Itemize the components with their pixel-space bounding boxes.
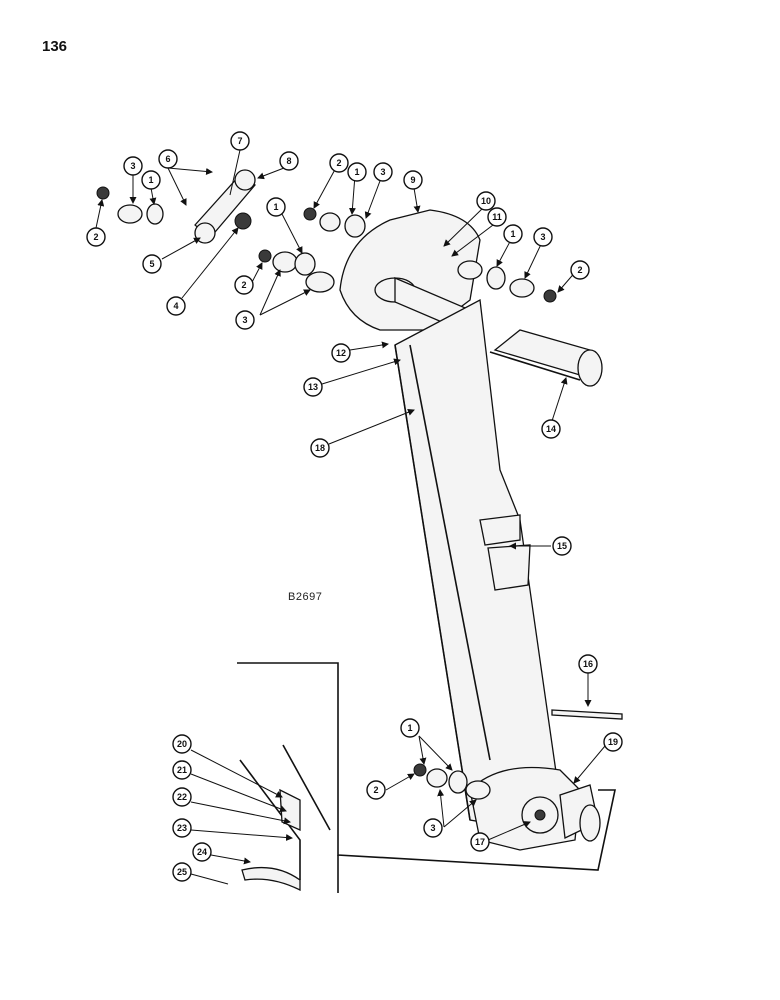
callout-1e: 1 xyxy=(400,718,420,738)
svg-text:17: 17 xyxy=(475,837,485,847)
callout-17: 17 xyxy=(470,832,490,852)
callout-3c: 3 xyxy=(373,162,393,182)
callout-1c: 1 xyxy=(347,162,367,182)
svg-text:21: 21 xyxy=(177,765,187,775)
callout-23: 23 xyxy=(172,818,192,838)
elevator-housing xyxy=(339,209,581,851)
callout-7: 7 xyxy=(230,131,250,151)
inspection-door xyxy=(479,514,531,591)
callout-5: 5 xyxy=(142,254,162,274)
bearing-set-lower xyxy=(413,763,491,800)
inset-detail xyxy=(239,744,331,892)
svg-text:22: 22 xyxy=(177,792,187,802)
callout-20: 20 xyxy=(172,734,192,754)
svg-text:11: 11 xyxy=(492,212,502,222)
bearing-set-middle xyxy=(258,249,335,293)
inset-frame xyxy=(237,662,616,871)
svg-text:9: 9 xyxy=(410,175,415,185)
svg-text:2: 2 xyxy=(577,265,582,275)
svg-text:25: 25 xyxy=(177,867,187,877)
svg-text:13: 13 xyxy=(308,382,318,392)
callout-2e: 2 xyxy=(366,780,386,800)
page-number: 136 xyxy=(42,38,68,55)
svg-text:3: 3 xyxy=(430,823,435,833)
callout-2c: 2 xyxy=(329,153,349,173)
callout-6: 6 xyxy=(158,149,178,169)
callout-8: 8 xyxy=(279,151,299,171)
callout-15: 15 xyxy=(552,536,572,556)
callout-19: 19 xyxy=(603,732,623,752)
svg-text:1: 1 xyxy=(510,229,515,239)
callout-12: 12 xyxy=(331,343,351,363)
callout-3e: 3 xyxy=(423,818,443,838)
svg-text:1: 1 xyxy=(407,723,412,733)
svg-text:2: 2 xyxy=(373,785,378,795)
callout-2: 2 xyxy=(86,227,106,247)
svg-text:1: 1 xyxy=(148,175,153,185)
svg-text:2: 2 xyxy=(93,232,98,242)
callout-4: 4 xyxy=(166,296,186,316)
callout-3d: 3 xyxy=(533,227,553,247)
svg-text:7: 7 xyxy=(237,136,242,146)
svg-text:24: 24 xyxy=(197,847,207,857)
callout-13: 13 xyxy=(303,377,323,397)
callout-1b: 1 xyxy=(266,197,286,217)
svg-text:3: 3 xyxy=(380,167,385,177)
svg-text:10: 10 xyxy=(481,196,491,206)
bearing-set-right xyxy=(457,260,557,303)
callout-16: 16 xyxy=(578,654,598,674)
drawing-code: B2697 xyxy=(288,591,323,603)
svg-text:15: 15 xyxy=(557,541,567,551)
svg-text:23: 23 xyxy=(177,823,187,833)
svg-text:16: 16 xyxy=(583,659,593,669)
cover-tube xyxy=(489,329,603,387)
callout-18: 18 xyxy=(310,438,330,458)
svg-text:12: 12 xyxy=(336,348,346,358)
svg-text:1: 1 xyxy=(354,167,359,177)
svg-text:4: 4 xyxy=(173,301,178,311)
bracket xyxy=(551,709,623,720)
bearing-set-left xyxy=(96,186,164,225)
svg-text:18: 18 xyxy=(315,443,325,453)
svg-text:19: 19 xyxy=(608,737,618,747)
callout-24: 24 xyxy=(192,842,212,862)
bearing-set-upper xyxy=(303,207,366,238)
callout-9: 9 xyxy=(403,170,423,190)
callout-10: 10 xyxy=(476,191,496,211)
svg-text:2: 2 xyxy=(241,280,246,290)
callout-2d: 2 xyxy=(570,260,590,280)
callout-3: 3 xyxy=(123,156,143,176)
svg-text:3: 3 xyxy=(130,161,135,171)
svg-text:8: 8 xyxy=(286,156,291,166)
callout-21: 21 xyxy=(172,760,192,780)
svg-text:6: 6 xyxy=(165,154,170,164)
drive-chain xyxy=(194,169,256,244)
callout-1: 1 xyxy=(141,170,161,190)
callout-3b: 3 xyxy=(235,310,255,330)
callout-2b: 2 xyxy=(234,275,254,295)
svg-text:1: 1 xyxy=(273,202,278,212)
svg-text:3: 3 xyxy=(540,232,545,242)
svg-text:3: 3 xyxy=(242,315,247,325)
callout-22: 22 xyxy=(172,787,192,807)
svg-text:14: 14 xyxy=(546,424,556,434)
svg-text:20: 20 xyxy=(177,739,187,749)
svg-text:5: 5 xyxy=(149,259,154,269)
callout-1d: 1 xyxy=(503,224,523,244)
lower-sprocket xyxy=(521,784,601,842)
svg-text:2: 2 xyxy=(336,158,341,168)
callout-25: 25 xyxy=(172,862,192,882)
callout-11: 11 xyxy=(487,207,507,227)
callout-14: 14 xyxy=(541,419,561,439)
